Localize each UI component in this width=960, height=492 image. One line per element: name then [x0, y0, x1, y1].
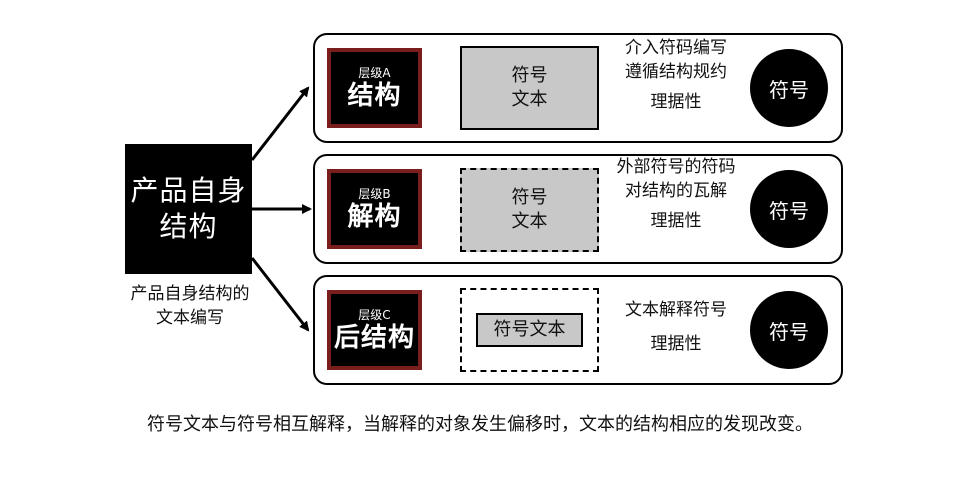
- layer-b-note: 外部符号的符码 对结构的瓦解 理据性: [600, 155, 752, 233]
- source-caption-line-2: 文本编写: [156, 308, 224, 328]
- source-line-2: 结构: [159, 210, 218, 243]
- layer-a-note: 介入符码编写 遵循结构规约 理据性: [600, 36, 752, 114]
- layer-c-name: 后结构: [333, 323, 415, 353]
- layer-b-box: 层级B 解构: [327, 169, 422, 249]
- layer-b-tag: 层级B: [358, 187, 391, 201]
- layer-b-note-line-3: 理据性: [650, 211, 702, 231]
- layer-c-symbol: 符号: [750, 291, 828, 369]
- layer-a-text-line-2: 文本: [511, 89, 548, 110]
- layer-a-note-line-2: 遵循结构规约: [625, 62, 727, 82]
- layer-b-note-line-1: 外部符号的符码: [616, 157, 736, 177]
- layer-c-box: 层级C 后结构: [327, 290, 422, 370]
- source-line-1: 产品自身: [130, 174, 247, 207]
- layer-a-symbol: 符号: [750, 49, 828, 127]
- layer-c-text-line-1: 符号文本: [493, 319, 566, 340]
- layer-c-note-line-2: 理据性: [650, 334, 702, 354]
- layer-a-text-line-1: 符号: [511, 65, 548, 86]
- layer-b-symbol: 符号: [750, 170, 828, 248]
- arrow-to-layer-c: [250, 257, 310, 332]
- source-box: 产品自身 结构: [125, 144, 252, 274]
- figure-caption: 符号文本与符号相互解释，当解释的对象发生偏移时，文本的结构相应的发现改变。: [147, 414, 813, 435]
- arrow-to-layer-a: [250, 86, 310, 161]
- layer-a-box: 层级A 结构: [327, 48, 422, 128]
- source-caption-line-1: 产品自身结构的: [130, 284, 250, 304]
- layer-c-note-line-1: 文本解释符号: [625, 300, 727, 320]
- layer-b-text-line-1: 符号: [511, 187, 548, 208]
- layer-c-tag: 层级C: [358, 308, 391, 322]
- layer-c-text-box: 符号文本: [476, 313, 583, 347]
- layer-b-text-box: 符号 文本: [460, 168, 599, 252]
- layer-b-text-line-2: 文本: [511, 211, 548, 232]
- layer-c-note: 文本解释符号 理据性: [600, 298, 752, 356]
- layer-b-note-line-2: 对结构的瓦解: [625, 181, 727, 201]
- layer-a-name: 结构: [347, 81, 402, 111]
- layer-a-note-line-3: 理据性: [650, 92, 702, 112]
- layer-b-name: 解构: [347, 202, 402, 232]
- layer-a-tag: 层级A: [358, 66, 391, 80]
- source-caption: 产品自身结构的 文本编写: [100, 282, 280, 330]
- layer-a-text-box: 符号 文本: [460, 46, 599, 130]
- layer-a-note-line-1: 介入符码编写: [625, 38, 727, 58]
